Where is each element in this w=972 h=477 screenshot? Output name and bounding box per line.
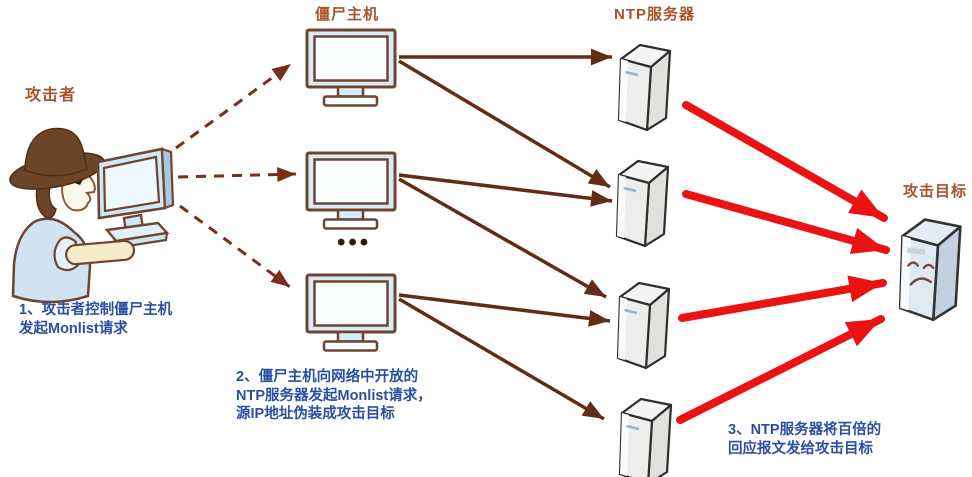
- response-arrow: [682, 190, 890, 254]
- step-3-annotation: 3、NTP服务器将百倍的 回应报文发给攻击目标: [728, 421, 881, 458]
- control-arrows: [175, 62, 297, 289]
- request-arrow: [398, 297, 605, 421]
- attack-target-label: 攻击目标: [903, 183, 968, 200]
- request-arrow: [398, 293, 611, 327]
- control-arrow: [175, 62, 292, 150]
- step-1-line: 1、攻击者控制僵尸主机: [19, 302, 173, 318]
- step-2-line: 2、僵尸主机向网络中开放的: [236, 369, 419, 385]
- target-server-icon: [898, 218, 962, 322]
- response-arrow: [682, 101, 888, 222]
- control-arrow: [177, 166, 297, 182]
- attacker-arm: [65, 239, 136, 266]
- step-2-annotation: 2、僵尸主机向网络中开放的 NTP服务器发起Monlist请求， 源IP地址伪装…: [236, 368, 432, 424]
- request-arrow: [398, 59, 611, 189]
- attacker-figure: [9, 127, 175, 304]
- more-hosts-ellipsis: •••: [337, 229, 372, 256]
- response-arrows: [676, 101, 890, 424]
- ntp-server-label: NTP服务器: [614, 6, 696, 23]
- request-arrows: [398, 48, 613, 421]
- attacker-hat-crown: [22, 127, 88, 177]
- attacker-label: 攻击者: [25, 87, 77, 104]
- ntp-server-icon: [618, 397, 673, 477]
- ntp-server-icon: [616, 281, 671, 370]
- zombie-host-icon: [305, 151, 397, 230]
- response-arrow: [676, 315, 885, 424]
- attacker-monitor: [96, 147, 175, 250]
- zombie-host-label: 僵尸主机: [315, 6, 380, 23]
- ntp-server-icon: [617, 43, 672, 132]
- step-3-line: 3、NTP服务器将百倍的: [728, 422, 882, 438]
- step-2-line: NTP服务器发起Monlist请求，: [236, 387, 432, 404]
- control-arrow: [179, 204, 291, 289]
- step-3-line: 回应报文发给攻击目标: [728, 440, 873, 457]
- step-2-line: 源IP地址伪装成攻击目标: [236, 406, 395, 423]
- step-1-annotation: 1、攻击者控制僵尸主机 发起Monlist请求: [19, 301, 172, 338]
- ntp-server-icon: [615, 159, 670, 248]
- request-arrow: [398, 177, 607, 299]
- target-sad-eyes: [907, 261, 935, 270]
- step-1-line: 发起Monlist请求: [19, 320, 128, 337]
- request-arrow: [398, 173, 613, 207]
- response-arrow: [678, 275, 887, 322]
- zombie-host-icon: [305, 28, 397, 107]
- target-sad-mouth: [909, 277, 933, 286]
- zombie-host-icon: [305, 273, 397, 352]
